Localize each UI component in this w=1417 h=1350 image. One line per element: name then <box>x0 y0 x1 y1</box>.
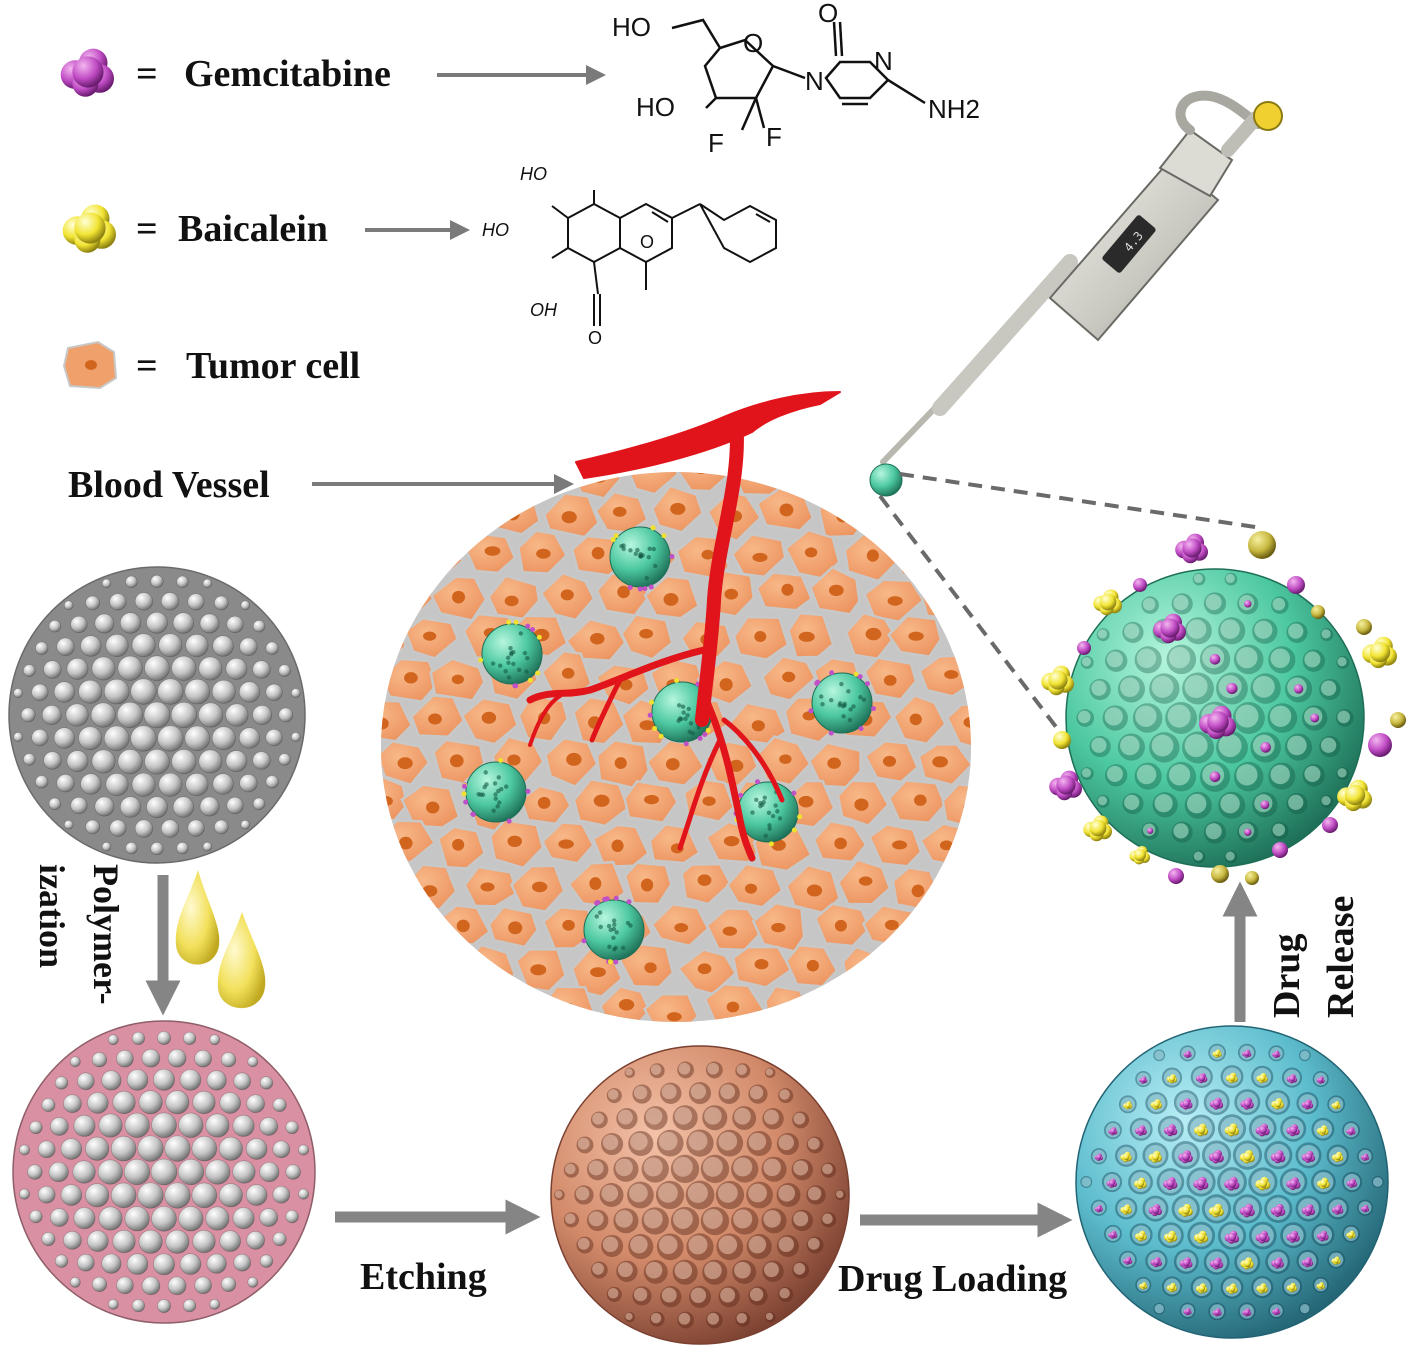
legend-equals-sign: = <box>136 345 158 387</box>
blood-vessel <box>526 391 841 862</box>
legend-tumor-cell-label: Tumor cell <box>186 345 361 387</box>
baicalein-atoms: HO HO OH O O <box>482 164 654 348</box>
atom-label: O <box>743 28 763 58</box>
legend-equals-sign: = <box>136 53 158 95</box>
baicalein-structure <box>551 190 777 326</box>
pipette-icon: 4.3 <box>869 90 1283 497</box>
atom-label: HO <box>612 12 651 42</box>
gemcitabine-structure <box>671 18 926 131</box>
polymerization-label-line1: Polymer- <box>86 864 126 1005</box>
atom-label: HO <box>520 164 547 184</box>
atom-label: F <box>708 128 724 158</box>
etching-label: Etching <box>360 1256 487 1298</box>
polymerization-label-line2: ization <box>32 864 72 968</box>
atom-label: N <box>874 46 893 76</box>
drug-release-label-line1: Drug <box>1266 933 1308 1018</box>
drug-loading-label: Drug Loading <box>838 1258 1068 1300</box>
atom-label: O <box>588 328 602 348</box>
baicalein-icon <box>62 204 116 253</box>
gemcitabine-atoms: HO O O N N NH2 HO F F <box>612 0 980 158</box>
atom-label: O <box>640 232 654 252</box>
blood-vessel-label: Blood Vessel <box>68 464 270 506</box>
atom-label: N <box>805 66 824 96</box>
zoom-dash-top <box>899 472 1263 530</box>
atom-label: O <box>818 0 838 28</box>
atom-label: NH2 <box>928 94 980 124</box>
drug-release-sphere <box>1041 531 1406 885</box>
etched-sphere <box>550 1045 850 1345</box>
tumor-cell-icon <box>62 340 118 390</box>
atom-label: HO <box>636 92 675 122</box>
legend-baicalein-label: Baicalein <box>178 208 328 250</box>
atom-label: OH <box>530 300 558 320</box>
monomer-droplet-icon <box>175 870 266 1009</box>
drug-loaded-sphere <box>1075 1025 1389 1339</box>
atom-label: HO <box>482 220 509 240</box>
gemcitabine-icon <box>60 48 114 97</box>
template-sphere <box>8 566 306 864</box>
atom-label: F <box>766 122 782 152</box>
legend-gemcitabine-label: Gemcitabine <box>184 53 391 95</box>
drug-release-label-line2: Release <box>1320 895 1362 1018</box>
zoom-dash-bottom <box>878 494 1068 742</box>
legend-equals-sign: = <box>136 208 158 250</box>
polymerized-sphere <box>12 1020 316 1324</box>
